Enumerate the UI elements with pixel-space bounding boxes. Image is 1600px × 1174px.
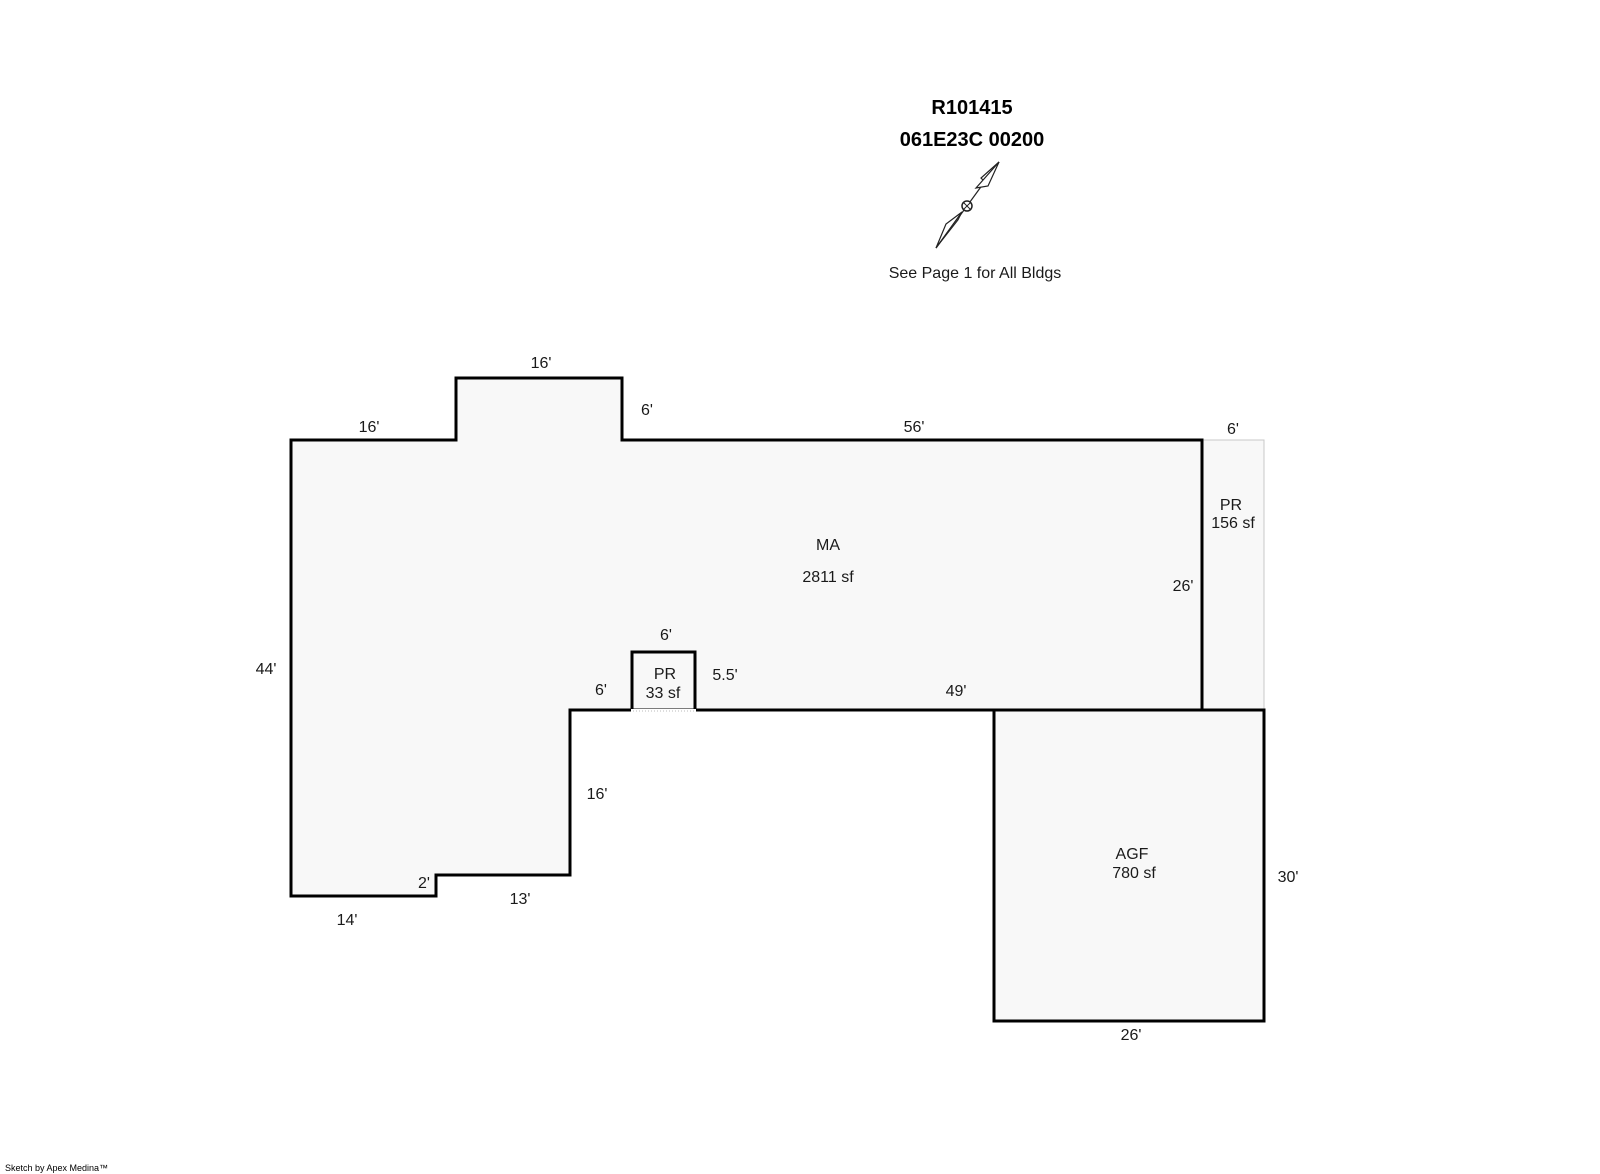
main-area-code: MA: [816, 537, 840, 554]
dim-bump-right-height: 6': [641, 402, 653, 419]
porch-east-size: 156 sf: [1211, 515, 1255, 532]
north-arrow-icon: [935, 161, 1000, 249]
dim-top-bump-width: 16': [531, 355, 552, 372]
map-tax-lot: 061E23C 00200: [900, 129, 1045, 151]
dim-east-side: 26': [1173, 578, 1194, 595]
porch-small-size: 33 sf: [646, 685, 681, 702]
garage-code: AGF: [1116, 846, 1149, 863]
dim-porch-east-width: 6': [1227, 421, 1239, 438]
note-text: See Page 1 for All Bldgs: [889, 265, 1062, 282]
dim-top-right: 56': [904, 419, 925, 436]
dim-notch-left: 6': [595, 682, 607, 699]
dim-inner-vertical: 16': [587, 786, 608, 803]
porch-small-code: PR: [654, 666, 676, 683]
dim-porch-small-height: 5.5': [712, 667, 737, 684]
porch-east-outline: [1201, 439, 1265, 711]
porch-east-code: PR: [1220, 497, 1242, 514]
dim-garage-width: 26': [1121, 1027, 1142, 1044]
dim-step-height: 2': [418, 875, 430, 892]
dim-middle-run: 49': [946, 683, 967, 700]
dim-bottom-inner: 13': [510, 891, 531, 908]
garage-outline: [992, 708, 1266, 1023]
garage-size: 780 sf: [1112, 865, 1156, 882]
dim-west-side: 44': [256, 661, 277, 678]
dim-bottom-left: 14': [337, 912, 358, 929]
dim-porch-small-width: 6': [660, 627, 672, 644]
dim-top-left: 16': [359, 419, 380, 436]
parcel-id: R101415: [931, 97, 1012, 119]
dim-garage-height: 30': [1278, 869, 1299, 886]
sketch-credit: Sketch by Apex Medina™: [5, 1163, 108, 1173]
main-area-size: 2811 sf: [802, 569, 854, 586]
